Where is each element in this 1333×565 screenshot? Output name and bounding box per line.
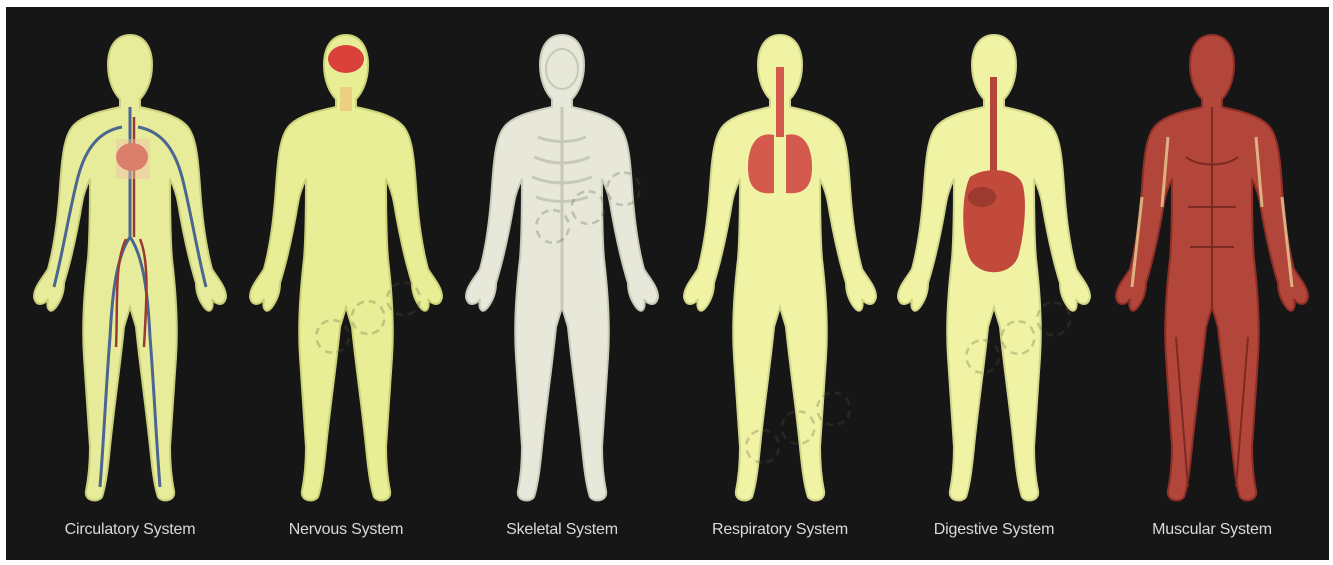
body-digestive [884,7,1104,517]
body-circulatory [20,7,240,517]
esophagus-shape [990,77,997,177]
body-nervous [236,7,456,517]
caption-muscular: Muscular System [1102,521,1322,539]
brain-shape [328,45,364,73]
figure-digestive: Digestive System [884,7,1104,560]
caption-nervous: Nervous System [236,521,456,539]
figure-respiratory: Respiratory System [670,7,890,560]
figure-muscular: Muscular System [1102,7,1322,560]
caption-circulatory: Circulatory System [20,521,240,539]
body-muscular [1102,7,1322,517]
caption-digestive: Digestive System [884,521,1104,539]
body-silhouette [34,35,226,500]
caption-skeletal: Skeletal System [452,521,672,539]
figure-circulatory: Circulatory System [20,7,240,560]
intestines-shape [963,170,1025,272]
trachea-shape [776,67,784,137]
spinal-cord-top [340,87,352,111]
body-skeletal [452,7,672,517]
caption-respiratory: Respiratory System [670,521,890,539]
body-respiratory [670,7,890,517]
diagram-panel: Circulatory System Nervous System Skelet… [6,7,1329,560]
liver-shape [968,187,996,207]
figure-nervous: Nervous System [236,7,456,560]
chest-highlight [116,139,150,179]
figure-skeletal: Skeletal System [452,7,672,560]
